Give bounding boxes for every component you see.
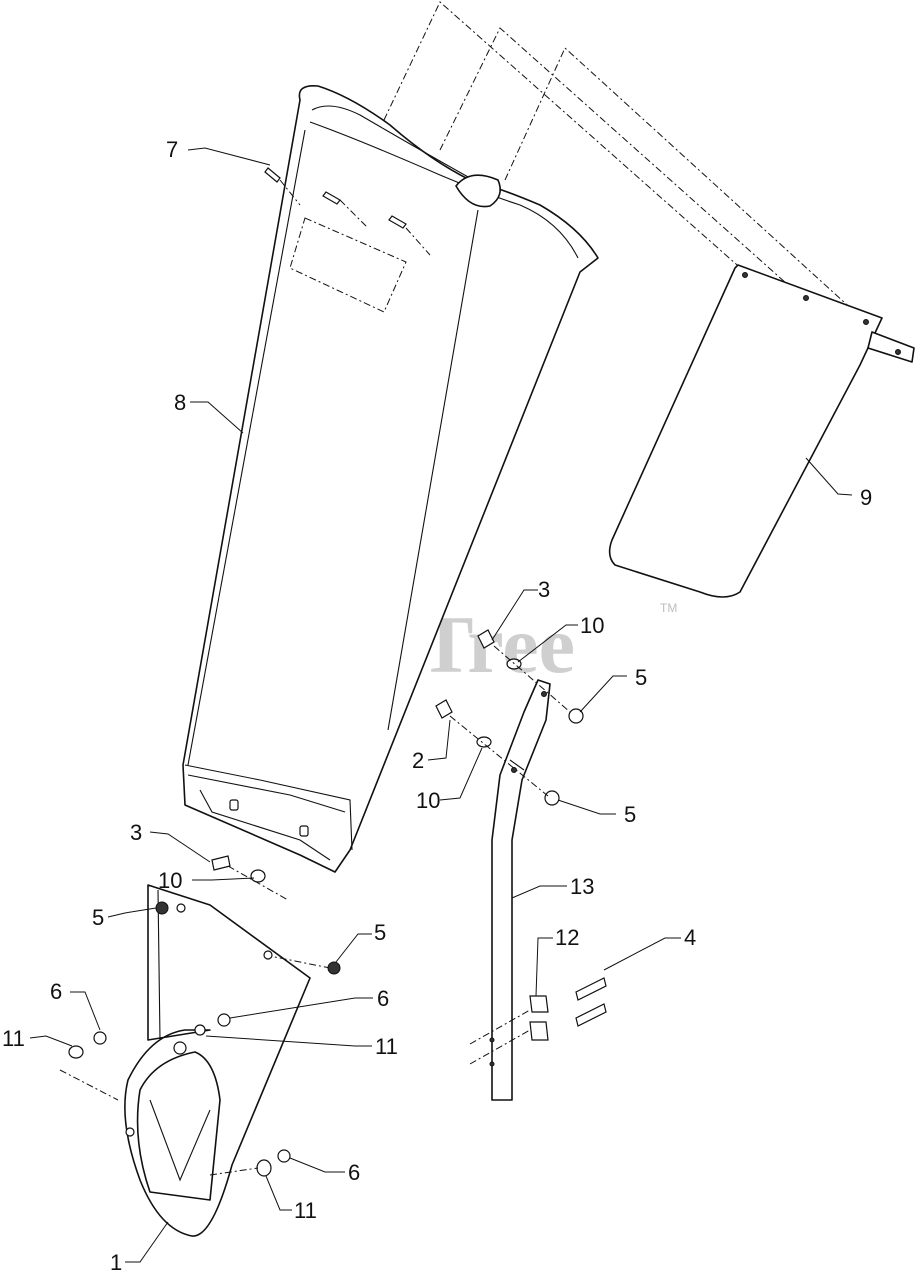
callout-10-upper: 10 xyxy=(580,613,604,638)
assembly-lines-top xyxy=(383,1,869,325)
rivets[interactable] xyxy=(264,167,431,256)
callout-3-upper: 3 xyxy=(538,577,550,602)
callout-5-left: 5 xyxy=(92,905,104,930)
callout-8: 8 xyxy=(174,390,186,415)
callout-7: 7 xyxy=(166,137,178,162)
callout-6-middle: 6 xyxy=(377,986,389,1011)
leader-lines xyxy=(29,147,853,1263)
chute-base-bracket[interactable] xyxy=(59,884,331,1237)
clips-and-bolts[interactable] xyxy=(469,977,607,1065)
callouts: 7 8 9 3 10 5 2 10 5 3 10 5 5 13 12 4 6 6… xyxy=(2,137,872,1275)
callout-12: 12 xyxy=(555,925,579,950)
discharge-chute[interactable] xyxy=(182,84,599,873)
callout-11-left: 11 xyxy=(2,1026,25,1051)
callout-10-middle: 10 xyxy=(416,788,440,813)
callout-9: 9 xyxy=(860,485,872,510)
callout-5-right: 5 xyxy=(374,920,386,945)
callout-10-lower: 10 xyxy=(158,868,182,893)
bracket-hardware[interactable] xyxy=(68,855,341,1177)
chute-deflector[interactable] xyxy=(608,264,915,598)
callout-5-middle: 5 xyxy=(624,802,636,827)
callout-3-lower: 3 xyxy=(130,820,142,845)
callout-2: 2 xyxy=(412,748,424,773)
callout-6-lower: 6 xyxy=(348,1160,360,1185)
watermark-trademark: TM xyxy=(660,601,677,615)
callout-5-upper: 5 xyxy=(635,665,647,690)
callout-11-middle: 11 xyxy=(375,1034,398,1059)
control-rod[interactable] xyxy=(489,679,551,1101)
callout-13: 13 xyxy=(570,874,594,899)
callout-11-lower: 11 xyxy=(294,1198,317,1223)
callout-4: 4 xyxy=(684,925,696,950)
rod-hardware[interactable] xyxy=(435,629,584,806)
callout-1: 1 xyxy=(110,1250,122,1275)
callout-6-left: 6 xyxy=(50,979,62,1004)
